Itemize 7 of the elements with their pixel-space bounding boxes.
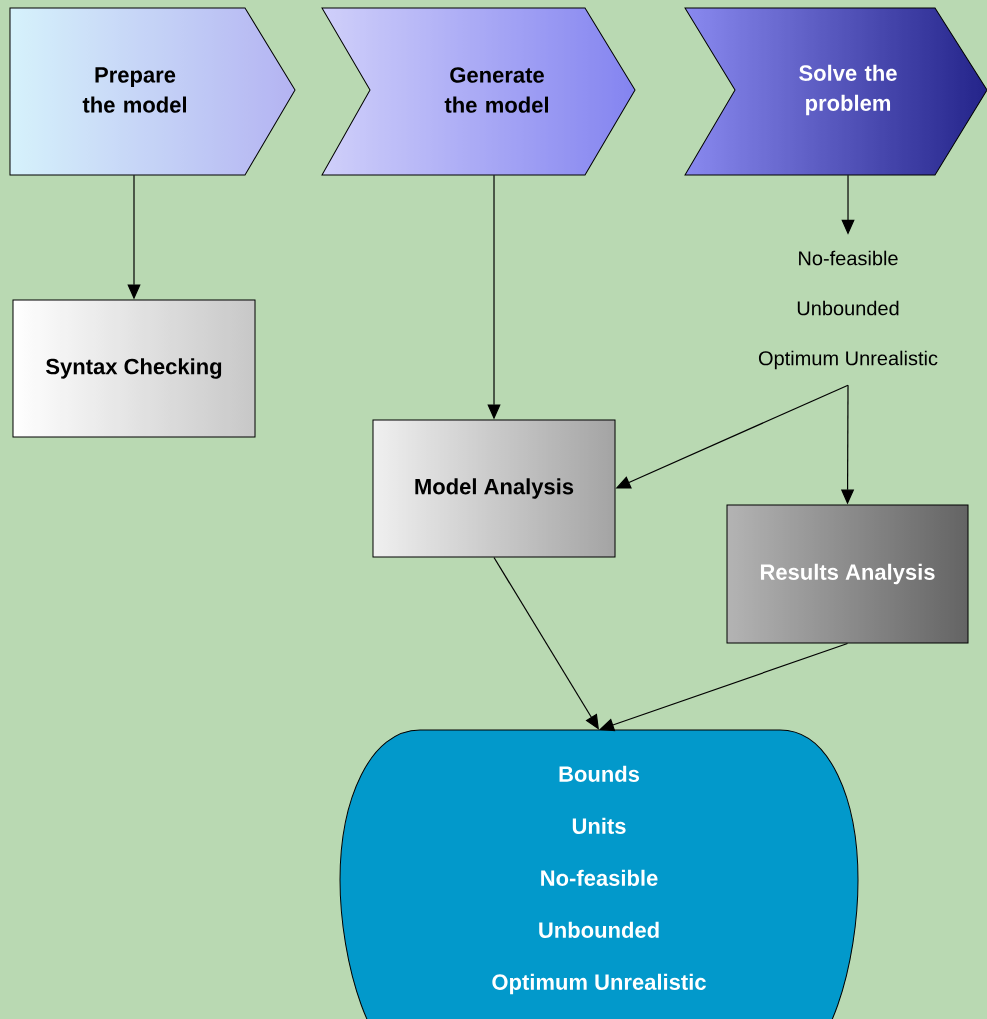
arrow [493,556,599,730]
arrow [599,642,849,732]
process-box: Syntax Checking [12,299,256,438]
process-box: Results Analysis [726,504,969,644]
result-list: No-feasible Unbounded Optimum Unrealistic [758,250,938,370]
process-chevron: Prepare the model [9,7,296,176]
process-box: Model Analysis [372,419,616,558]
